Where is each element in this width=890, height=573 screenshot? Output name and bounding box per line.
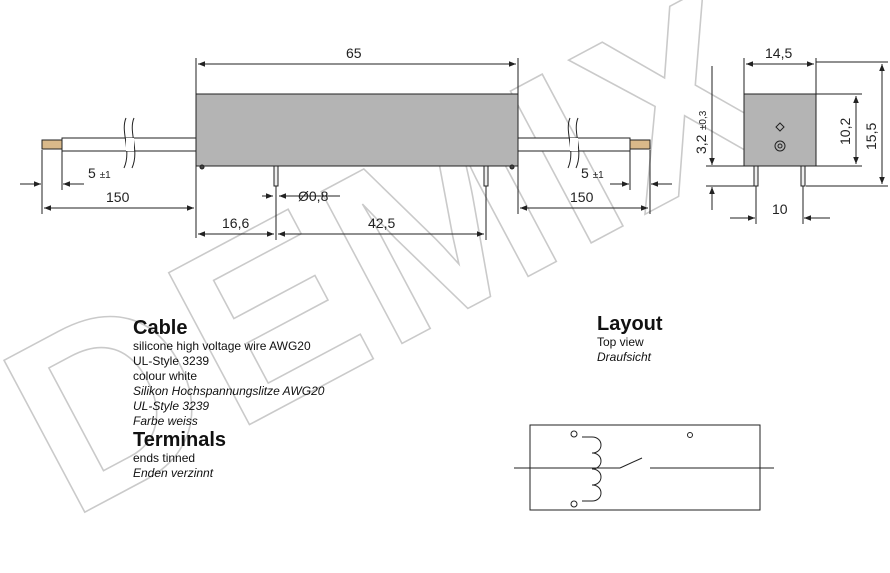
cable-heading: Cable bbox=[133, 317, 188, 339]
layout-line: Top view bbox=[597, 335, 644, 349]
relay-body bbox=[195, 93, 519, 167]
dim-height-body: 10,2 bbox=[837, 118, 853, 145]
terminals-line: ends tinned bbox=[133, 451, 196, 465]
coil-terminal-top bbox=[570, 430, 578, 438]
layout-schematic bbox=[514, 424, 774, 511]
coil-terminal-bottom bbox=[570, 500, 578, 508]
left-lead-tinned-end bbox=[41, 139, 63, 150]
dim-strip-left-tol: ±1 bbox=[100, 170, 111, 181]
layout-line-de: Draufsicht bbox=[597, 350, 652, 364]
dim-lead-length-right: 150 bbox=[570, 189, 594, 205]
dim-width: 14,5 bbox=[765, 45, 792, 61]
right-lead-tinned-end bbox=[629, 139, 651, 150]
cable-line-1: silicone high voltage wire AWG20 bbox=[133, 339, 311, 353]
dim-pin-length: 3,2 ±0,3 bbox=[693, 110, 710, 154]
left-lead-break bbox=[123, 117, 128, 169]
cable-line-3: colour white bbox=[133, 369, 198, 383]
cable-line-de-1: Silikon Hochspannungslitze AWG20 bbox=[133, 384, 325, 398]
dim-pin-offset: 16,6 bbox=[222, 215, 249, 231]
cable-notes: Cable silicone high voltage wire AWG20 U… bbox=[133, 317, 324, 481]
watermark: DEMIX bbox=[0, 0, 821, 568]
terminals-line-de: Enden verzinnt bbox=[133, 466, 214, 480]
terminals-heading: Terminals bbox=[133, 429, 226, 451]
dim-strip-left: 5 ±1 bbox=[88, 165, 111, 181]
coil-icon bbox=[582, 436, 602, 502]
pin-right bbox=[483, 165, 489, 187]
end-view bbox=[706, 58, 888, 224]
layout-heading: Layout bbox=[597, 313, 663, 335]
pin-left bbox=[273, 165, 279, 187]
cable-line-2: UL-Style 3239 bbox=[133, 354, 210, 368]
end-view-pin-right bbox=[800, 165, 806, 187]
layout-notes: Layout Top view Draufsicht bbox=[597, 313, 663, 365]
dim-body-length: 65 bbox=[346, 45, 362, 61]
dim-pin-spacing: 10 bbox=[772, 201, 788, 217]
pin-marker bbox=[687, 432, 693, 438]
end-view-body bbox=[743, 93, 817, 167]
dim-strip-right: 5 ±1 bbox=[581, 165, 604, 181]
cable-line-de-2: UL-Style 3239 bbox=[133, 399, 210, 413]
dim-pin-length-tol: ±0,3 bbox=[698, 110, 709, 130]
lead-exit-icon bbox=[774, 140, 786, 152]
dim-lead-length-left: 150 bbox=[106, 189, 130, 205]
dim-pin-diameter: Ø0,8 bbox=[298, 188, 329, 204]
dim-height-total: 15,5 bbox=[863, 123, 879, 150]
schematic-switch-contact bbox=[619, 457, 643, 469]
cable-line-de-3: Farbe weiss bbox=[133, 414, 198, 428]
dim-strip-left-value: 5 bbox=[88, 165, 96, 181]
dim-strip-right-value: 5 bbox=[581, 165, 589, 181]
dim-strip-right-tol: ±1 bbox=[593, 170, 604, 181]
end-view-pin-left bbox=[753, 165, 759, 187]
right-lead-break bbox=[567, 117, 572, 169]
dim-pin-length-value: 3,2 bbox=[693, 134, 709, 154]
dim-pin-pitch: 42,5 bbox=[368, 215, 395, 231]
side-view bbox=[20, 58, 672, 240]
